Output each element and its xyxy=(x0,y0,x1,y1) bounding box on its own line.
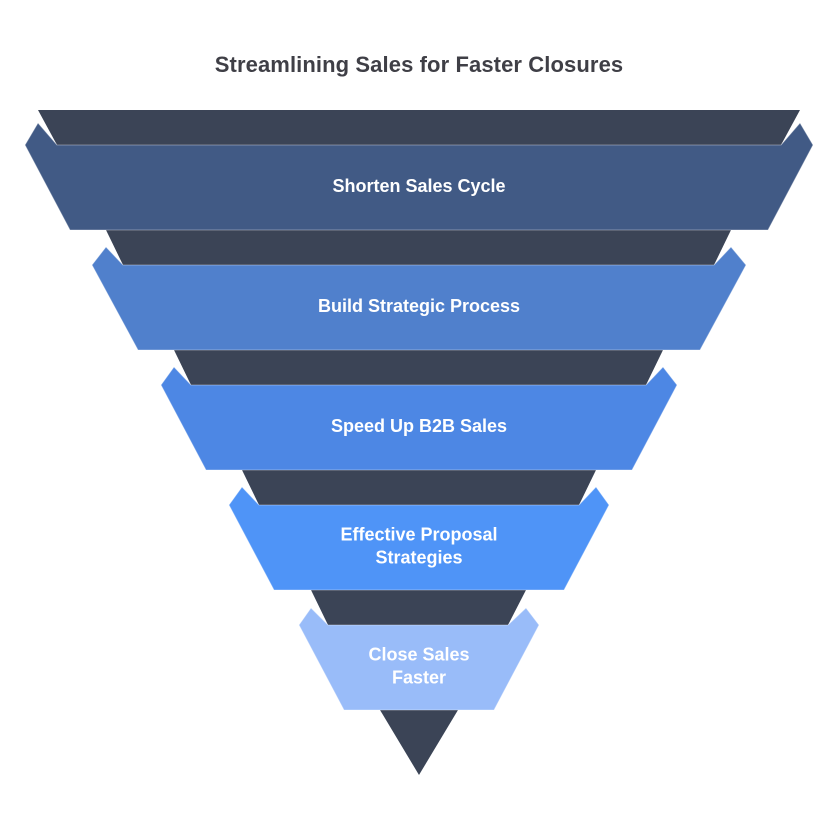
funnel-dark-bands xyxy=(38,110,800,775)
funnel-stage-2 xyxy=(91,246,747,351)
diagram-title: Streamlining Sales for Faster Closures xyxy=(214,52,624,77)
funnel-dark-band xyxy=(311,590,526,625)
funnel-stage-4-label: Strategies xyxy=(375,548,462,568)
funnel-stage-5-label: Close Sales xyxy=(368,645,469,665)
funnel-dark-band xyxy=(106,230,731,265)
funnel-dark-band xyxy=(174,350,663,385)
funnel-stage-3 xyxy=(160,366,678,471)
funnel-stage-1 xyxy=(24,122,814,231)
funnel-stage-2-label: Build Strategic Process xyxy=(318,296,520,316)
funnel-stage-4 xyxy=(228,486,610,591)
funnel-tip xyxy=(380,710,458,775)
funnel-stage-4-label: Effective Proposal xyxy=(340,525,497,545)
funnel-dark-band xyxy=(38,110,800,145)
funnel-stage-bands xyxy=(24,122,814,711)
funnel-dark-band xyxy=(242,470,596,505)
funnel-stage-5-label: Faster xyxy=(392,668,446,688)
funnel-stage-1-label: Shorten Sales Cycle xyxy=(332,176,505,196)
funnel-stage-5 xyxy=(298,607,540,711)
funnel-stage-3-label: Speed Up B2B Sales xyxy=(331,416,507,436)
